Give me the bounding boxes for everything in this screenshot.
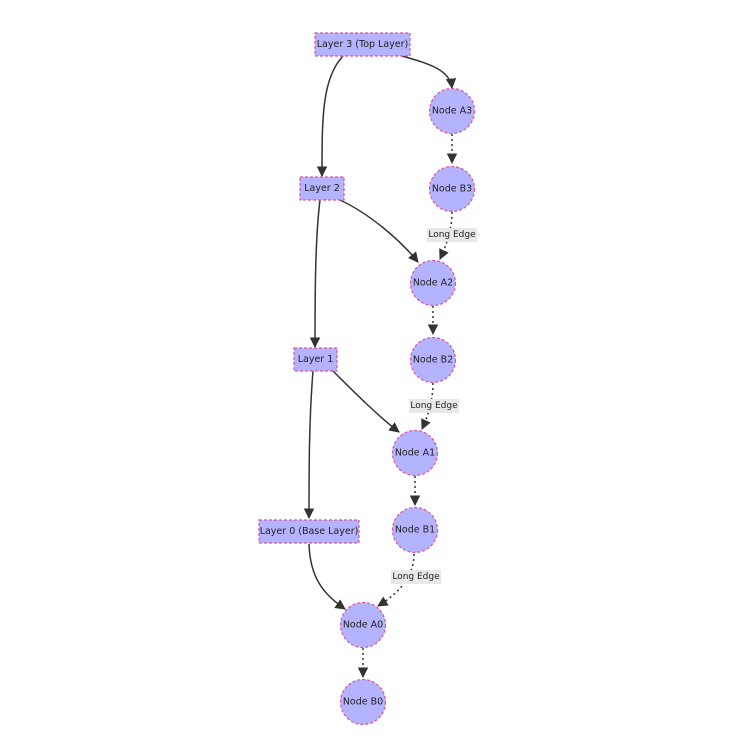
layer-3-node[interactable]: Layer 3 (Top Layer) bbox=[314, 32, 411, 57]
edge-layer3-to-layer2 bbox=[316, 55, 344, 178]
edge-layer1-to-layer0 bbox=[303, 370, 315, 520]
node-b0[interactable]: Node B0 bbox=[339, 678, 387, 726]
layer-1-node[interactable]: Layer 1 bbox=[293, 347, 338, 372]
svg-text:Layer 0 (Base Layer): Layer 0 (Base Layer) bbox=[260, 526, 359, 537]
edge-label-b2-a1: Long Edge bbox=[409, 399, 459, 413]
svg-text:Node A2: Node A2 bbox=[413, 278, 453, 289]
svg-text:Layer 2: Layer 2 bbox=[304, 183, 340, 194]
svg-text:Long Edge: Long Edge bbox=[392, 572, 440, 582]
svg-text:Node B3: Node B3 bbox=[432, 184, 472, 195]
edge-layer1-to-node-a1 bbox=[332, 370, 400, 433]
svg-text:Node B1: Node B1 bbox=[395, 525, 435, 536]
edge-label-b3-a2: Long Edge bbox=[427, 228, 477, 242]
node-b2[interactable]: Node B2 bbox=[409, 336, 457, 384]
svg-text:Node B2: Node B2 bbox=[413, 355, 453, 366]
svg-text:Node A3: Node A3 bbox=[432, 106, 472, 117]
node-b3[interactable]: Node B3 bbox=[428, 165, 476, 213]
svg-text:Long Edge: Long Edge bbox=[410, 401, 458, 411]
node-a3[interactable]: Node A3 bbox=[428, 87, 476, 135]
layer-2-node[interactable]: Layer 2 bbox=[299, 176, 345, 201]
svg-text:Node B0: Node B0 bbox=[343, 697, 383, 708]
edge-layer2-to-layer1 bbox=[309, 199, 321, 349]
node-b1[interactable]: Node B1 bbox=[391, 506, 439, 554]
edge-layer0-to-node-a0 bbox=[308, 543, 346, 610]
edge-layer2-to-node-a2 bbox=[339, 199, 419, 263]
node-a2[interactable]: Node A2 bbox=[409, 259, 457, 307]
svg-text:Node A1: Node A1 bbox=[395, 448, 435, 459]
edge-layer3-to-node-a3 bbox=[401, 55, 457, 90]
node-a0[interactable]: Node A0 bbox=[339, 601, 387, 649]
node-a1[interactable]: Node A1 bbox=[391, 429, 439, 477]
svg-text:Node A0: Node A0 bbox=[343, 620, 383, 631]
svg-text:Layer 3 (Top Layer): Layer 3 (Top Layer) bbox=[317, 39, 409, 50]
svg-text:Layer 1: Layer 1 bbox=[298, 354, 334, 365]
svg-text:Long Edge: Long Edge bbox=[428, 230, 476, 240]
edge-node-b1-to-node-a0 bbox=[377, 553, 415, 607]
edge-label-b1-a0: Long Edge bbox=[391, 570, 441, 584]
layer-0-node[interactable]: Layer 0 (Base Layer) bbox=[258, 519, 360, 544]
